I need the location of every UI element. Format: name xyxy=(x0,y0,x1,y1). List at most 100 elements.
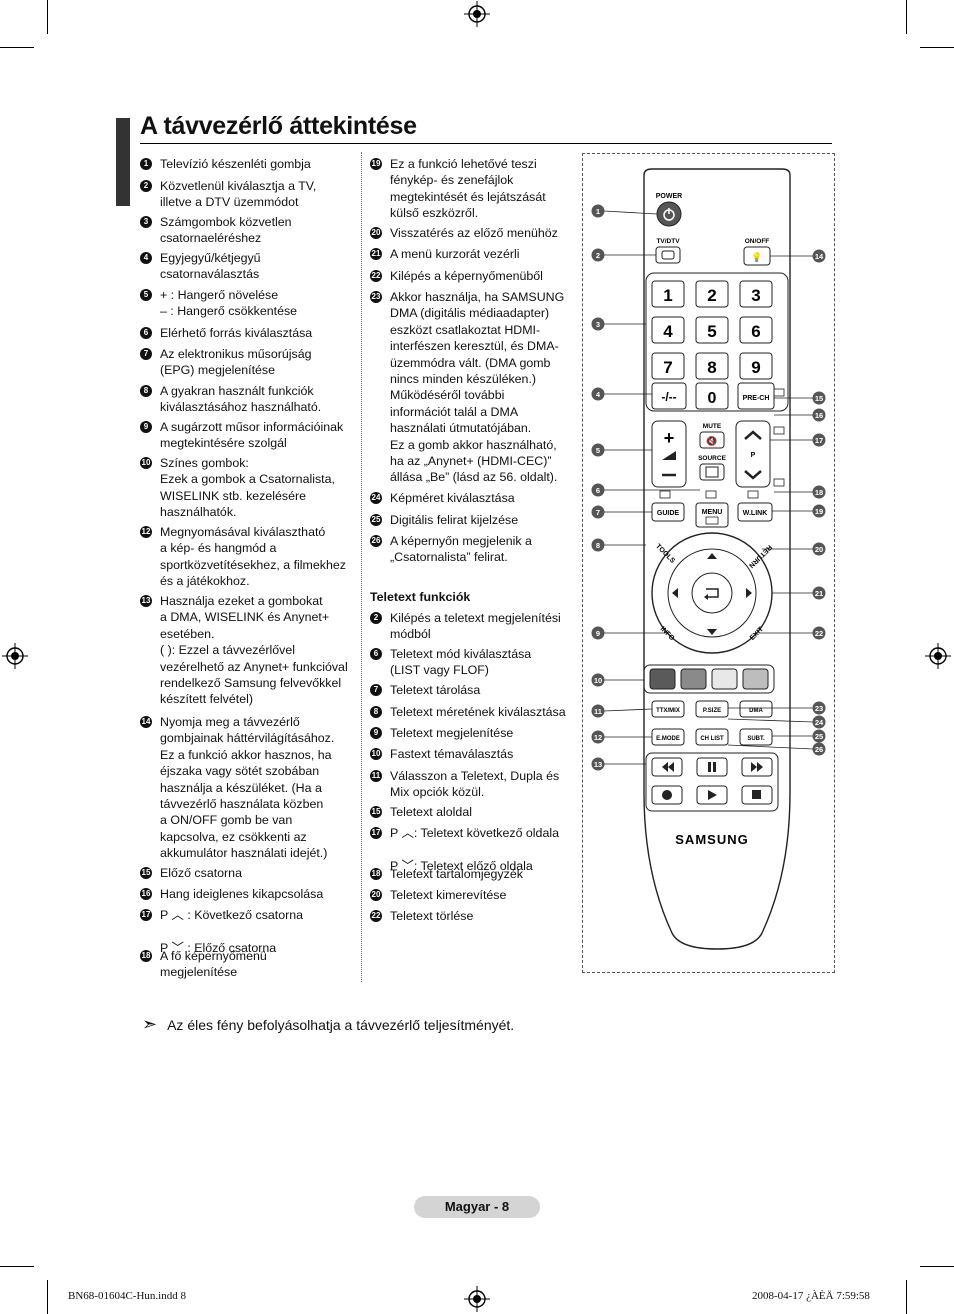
item-text: Teletext törlése xyxy=(390,909,474,923)
channel-rocker xyxy=(735,420,771,488)
digit-7-label: 7 xyxy=(663,358,672,377)
transport-frame xyxy=(645,752,779,812)
color-key-1[interactable] xyxy=(649,668,676,690)
digit-4-button[interactable] xyxy=(651,316,685,344)
registration-mark-left xyxy=(2,643,28,669)
dash-label: -/-- xyxy=(661,390,676,404)
callout-number: 20 xyxy=(815,545,823,554)
note: ➣ Az éles fény befolyásolhatja a távvezé… xyxy=(142,1014,514,1035)
page-title: A távvezérlő áttekintése xyxy=(140,112,417,140)
item-number-badge: 4 xyxy=(140,252,152,264)
item-text: Nyomja meg a távvezérlő gombjainak hátté… xyxy=(160,715,335,861)
item-text: Teletext tartalomjegyzék xyxy=(390,867,523,881)
list-item: 16 Hang ideiglenes kikapcsolása xyxy=(140,886,360,902)
digit-0-button xyxy=(695,382,729,410)
tvdtv-label: TV/DTV xyxy=(656,238,680,245)
registration-mark-bottom xyxy=(464,1286,490,1312)
digit-7-button[interactable] xyxy=(651,352,685,380)
callout-number: 11 xyxy=(594,707,602,716)
digit-1-button[interactable] xyxy=(651,280,685,308)
subt-label: SUBT. xyxy=(747,736,765,742)
item-number-badge: 19 xyxy=(370,158,382,170)
item-text: Visszatérés az előző menühöz xyxy=(390,226,558,240)
list-item: 18 Teletext tartalomjegyzék xyxy=(370,866,582,882)
pause-button xyxy=(696,757,728,777)
callout-number: 3 xyxy=(596,320,600,329)
digit-9-button[interactable] xyxy=(739,352,773,380)
item-text: Televízió készenléti gombja xyxy=(160,157,311,171)
item-text: Hang ideiglenes kikapcsolása xyxy=(160,887,324,901)
ttxmix-label: TTX/MIX xyxy=(656,708,680,714)
item-number-badge: 11 xyxy=(370,770,382,782)
item-number-badge: 16 xyxy=(140,888,152,900)
item-number-badge: 15 xyxy=(370,806,382,818)
item-text: Teletext méretének kiválasztása xyxy=(390,705,566,719)
callout-number: 26 xyxy=(815,745,823,754)
power-label: POWER xyxy=(656,193,682,200)
item-number-badge: 8 xyxy=(140,385,152,397)
item-number-badge: 15 xyxy=(140,867,152,879)
digit-6-label: 6 xyxy=(751,322,760,341)
digit-3-button[interactable] xyxy=(739,280,773,308)
digit-9-label: 9 xyxy=(751,358,760,377)
item-number-badge: 18 xyxy=(370,868,382,880)
item-text: Digitális felirat kijelzése xyxy=(390,513,519,527)
speaker-mute-icon: 🔇 xyxy=(706,435,717,446)
menu-label: MENU xyxy=(702,509,723,516)
callout-marker xyxy=(812,729,826,743)
callout-number: 15 xyxy=(815,394,823,403)
callout-marker xyxy=(812,586,826,600)
note-arrow-icon: ➣ xyxy=(142,1014,158,1034)
callout-marker xyxy=(591,317,605,331)
callout-marker xyxy=(591,387,605,401)
digit-4-label: 4 xyxy=(663,322,673,341)
callout-marker xyxy=(591,538,605,552)
remote-frame xyxy=(582,153,835,973)
item-number-badge: 8 xyxy=(370,706,382,718)
digit-6-button[interactable] xyxy=(739,316,773,344)
digit-2-button[interactable] xyxy=(695,280,729,308)
item-number-badge: 2 xyxy=(140,180,152,192)
p-label: P xyxy=(751,452,756,459)
item-number-badge: 13 xyxy=(140,595,152,607)
callout-marker xyxy=(591,673,605,687)
callout-number: 4 xyxy=(596,390,601,399)
color-key-4[interactable] xyxy=(742,668,769,690)
item-number-badge: 9 xyxy=(370,727,382,739)
samsung-logo: SAMSUNG xyxy=(675,832,748,847)
source-label: SOURCE xyxy=(698,455,726,462)
svg-text:+: + xyxy=(664,428,675,448)
mute-button xyxy=(699,431,725,449)
psize-button xyxy=(695,700,729,718)
item-number-badge: 20 xyxy=(370,889,382,901)
digit-8-button[interactable] xyxy=(695,352,729,380)
item-number-badge: 9 xyxy=(140,421,152,433)
color-key-2[interactable] xyxy=(680,668,707,690)
color-key-3[interactable] xyxy=(711,668,738,690)
item-number-badge: 18 xyxy=(140,950,152,962)
note-text: Az éles fény befolyásolhatja a távvezérl… xyxy=(167,1016,515,1033)
callout-marker xyxy=(812,742,826,756)
item-text: A menü kurzorát vezérli xyxy=(390,247,520,261)
callout-number: 13 xyxy=(594,760,602,769)
digit-5-button[interactable] xyxy=(695,316,729,344)
registration-mark-top xyxy=(464,1,490,27)
callout-marker xyxy=(591,505,605,519)
callout-number: 6 xyxy=(596,486,600,495)
teletext-heading: Teletext funkciók xyxy=(370,590,471,604)
callout-marker xyxy=(591,204,605,218)
item-number-badge: 20 xyxy=(370,227,382,239)
callout-marker xyxy=(591,626,605,640)
callout-marker xyxy=(591,443,605,457)
volume-rocker xyxy=(651,420,687,488)
